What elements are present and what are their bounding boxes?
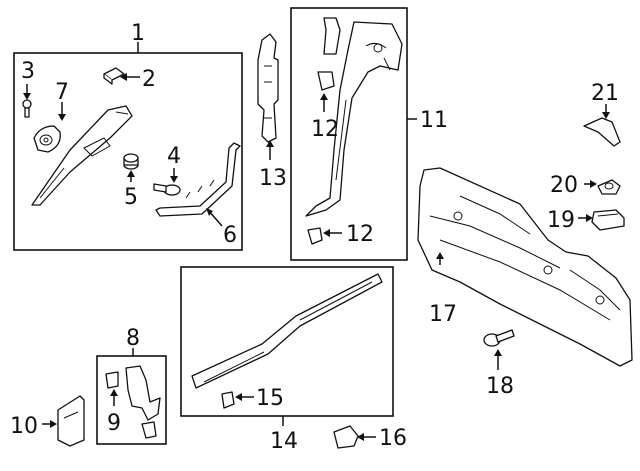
pillar-trim-part-11 — [305, 21, 403, 217]
callout-8: 8 — [126, 326, 140, 351]
clip-part-15 — [221, 391, 235, 409]
group-box-14 — [180, 266, 394, 417]
callout-10: 10 — [10, 414, 38, 439]
clip-part-16 — [333, 425, 359, 449]
callout-4: 4 — [167, 144, 181, 169]
push-pin-part-18 — [483, 329, 515, 347]
callout-15: 15 — [256, 386, 284, 411]
callout-14: 14 — [270, 429, 298, 454]
nut-part-20 — [597, 179, 621, 195]
callout-21: 21 — [591, 81, 619, 106]
callout-6: 6 — [223, 223, 237, 248]
callout-19: 19 — [547, 208, 575, 233]
clip-part-11a — [323, 17, 341, 55]
clip-part-9 — [105, 371, 119, 389]
callout-18: 18 — [486, 374, 514, 399]
callout-3: 3 — [21, 59, 35, 84]
screw-part-3 — [22, 99, 32, 118]
grommet-part-5 — [123, 153, 139, 170]
callout-9: 9 — [107, 411, 121, 436]
callout-2: 2 — [142, 67, 156, 92]
bracket-part-10 — [57, 395, 85, 447]
bracket-part-6 — [155, 142, 241, 217]
trim-part-8 — [125, 365, 161, 439]
callout-11: 11 — [420, 108, 448, 133]
callout-1: 1 — [131, 21, 145, 46]
callout-7: 7 — [55, 80, 69, 105]
cover-part-19 — [591, 209, 625, 231]
trim-part-21 — [583, 117, 621, 147]
group-box-11 — [290, 7, 408, 261]
back-panel-part-17 — [417, 167, 633, 367]
callout-5: 5 — [124, 185, 138, 210]
pillar-trim-part-1 — [31, 105, 133, 206]
callout-13: 13 — [259, 166, 287, 191]
scuff-plate-part-14 — [191, 273, 383, 389]
group-box-1 — [13, 52, 243, 251]
group-box-8 — [96, 355, 167, 445]
callout-12b: 12 — [346, 222, 374, 247]
clip-part-12b — [307, 227, 323, 245]
clip-part-2 — [103, 67, 125, 85]
callout-16: 16 — [379, 426, 407, 451]
callout-12a: 12 — [311, 117, 339, 142]
callout-17: 17 — [429, 302, 457, 327]
bolt-part-4 — [153, 183, 181, 196]
bracket-part-7 — [33, 125, 61, 153]
pillar-bracket-part-13 — [257, 33, 279, 143]
clip-part-12a — [317, 71, 335, 91]
callout-20: 20 — [550, 173, 578, 198]
